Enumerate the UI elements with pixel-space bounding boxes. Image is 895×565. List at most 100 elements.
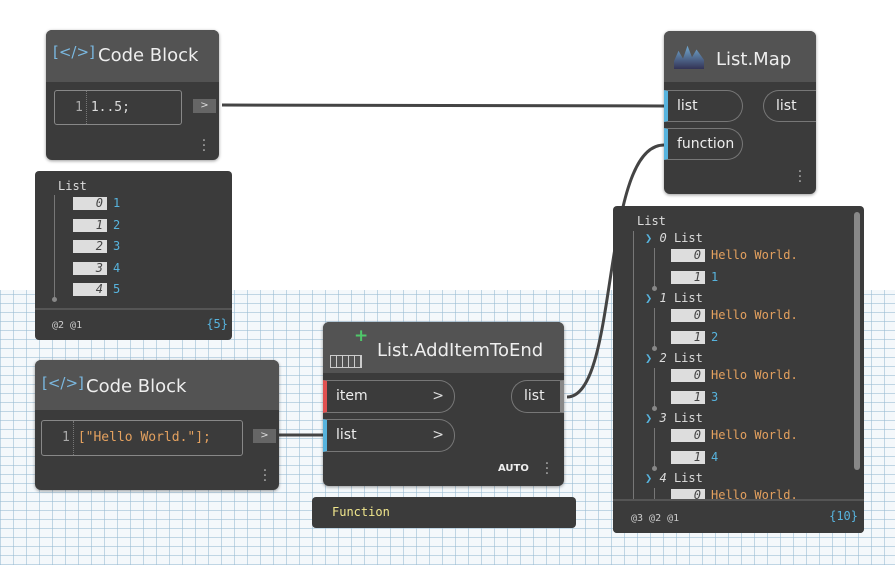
item-index: 0 (73, 197, 107, 210)
expand-chevron-icon[interactable]: ❯ (645, 231, 653, 245)
item-index: 1 (73, 218, 107, 232)
line-number: 1 (62, 421, 74, 455)
node-header[interactable]: [</>] Code Block (46, 30, 219, 82)
sublist-index: 0 (659, 231, 667, 245)
item-value: Hello World. (711, 428, 798, 442)
item-value: 2 (113, 217, 121, 232)
list-item: 0 Hello World. (671, 428, 798, 442)
item-index: 1 (671, 451, 705, 464)
list-levels[interactable]: @2 @1 (52, 320, 83, 331)
item-index: 4 (73, 283, 107, 296)
code-editor[interactable]: 1["Hello World."]; (41, 420, 243, 456)
list-item: 0 Hello World. (671, 488, 798, 502)
node-header[interactable]: List.Map (664, 31, 816, 82)
code-block-icon: [</>] (53, 43, 95, 61)
item-index: 0 (671, 429, 705, 442)
item-value: 1 (711, 270, 719, 284)
node-header[interactable]: [</>] Code Block (35, 360, 279, 410)
code-text: 1..5; (90, 100, 130, 115)
item-index: 3 (73, 261, 107, 275)
list-item: 0 Hello World. (671, 308, 798, 322)
list-levels[interactable]: @3 @2 @1 (631, 513, 680, 524)
more-options-icon[interactable]: ··· (262, 463, 268, 489)
item-value: 3 (113, 239, 121, 253)
item-value: 4 (711, 450, 719, 464)
item-count: {10} (829, 509, 858, 523)
input-port-list[interactable]: list (664, 90, 743, 122)
list-add-icon: + (330, 326, 368, 368)
sublist-header[interactable]: ❯ 2 List (645, 351, 703, 365)
item-count: {5} (206, 317, 228, 331)
expand-chevron-icon[interactable]: ❯ (645, 291, 653, 305)
item-index: 1 (671, 391, 705, 404)
item-index: 1 (671, 271, 705, 284)
line-number: 1 (75, 91, 87, 124)
sublist-index: 2 (659, 351, 667, 365)
sublist-label: List (673, 231, 703, 245)
wire-additem-to-function (566, 143, 665, 399)
item-index: 0 (671, 309, 705, 322)
item-index: 1 (671, 331, 705, 344)
item-value: Hello World. (711, 308, 798, 322)
output-port[interactable]: > (253, 429, 276, 443)
input-port-list[interactable]: list> (323, 419, 455, 452)
node-title: Code Block (98, 45, 199, 66)
expand-chevron-icon[interactable]: ❯ (645, 351, 653, 365)
output-port-list[interactable]: list (763, 90, 816, 122)
node-header[interactable]: + List.AddItemToEnd (323, 322, 564, 373)
node-title: List.Map (716, 49, 792, 70)
code-block-icon: [</>] (42, 374, 84, 392)
more-options-icon[interactable]: ··· (544, 456, 550, 482)
item-value: 5 (113, 282, 121, 296)
node-title: Code Block (86, 376, 187, 397)
preview-bubble-function: Function (312, 497, 576, 528)
port-arrow: > (432, 388, 444, 404)
sublist-header[interactable]: ❯ 4 List (645, 471, 703, 485)
expand-chevron-icon[interactable]: ❯ (645, 411, 653, 425)
expand-chevron-icon[interactable]: ❯ (645, 471, 653, 485)
input-port-item[interactable]: item > (323, 380, 455, 413)
sublist-label: List (673, 411, 703, 425)
input-port-function[interactable]: function (664, 128, 743, 160)
sublist-header[interactable]: ❯ 3 List (645, 411, 703, 425)
more-options-icon[interactable]: ··· (797, 164, 803, 190)
output-port[interactable]: > (193, 99, 216, 113)
item-value: 1 (113, 196, 121, 210)
port-label: item (336, 388, 368, 404)
sublist-label: List (673, 471, 703, 485)
item-index: 0 (671, 369, 705, 382)
wire-range-to-map (221, 103, 665, 108)
item-value: 3 (711, 390, 719, 404)
add-item-to-end-node[interactable]: + List.AddItemToEnd item > list> list AUT… (323, 322, 564, 486)
sublist-label: List (673, 291, 703, 305)
lacing-indicator[interactable]: AUTO (498, 463, 529, 474)
sublist-header[interactable]: ❯ 0 List (645, 231, 703, 245)
scrollbar[interactable] (854, 212, 860, 470)
code-block-node-2[interactable]: [</>] Code Block 1["Hello World."]; > ··… (35, 360, 279, 490)
item-value: Hello World. (711, 488, 798, 502)
sublist-label: List (673, 351, 703, 365)
list-header: List (58, 179, 87, 193)
list-map-node[interactable]: List.Map list function list ··· (664, 31, 816, 194)
node-title: List.AddItemToEnd (377, 340, 544, 361)
item-index: 0 (671, 489, 705, 502)
more-options-icon[interactable]: ··· (201, 133, 207, 159)
output-port-list[interactable]: list (511, 380, 564, 413)
sublist-header[interactable]: ❯ 1 List (645, 291, 703, 305)
code-text: ["Hello World."]; (77, 430, 211, 445)
list-map-icon (674, 45, 704, 69)
